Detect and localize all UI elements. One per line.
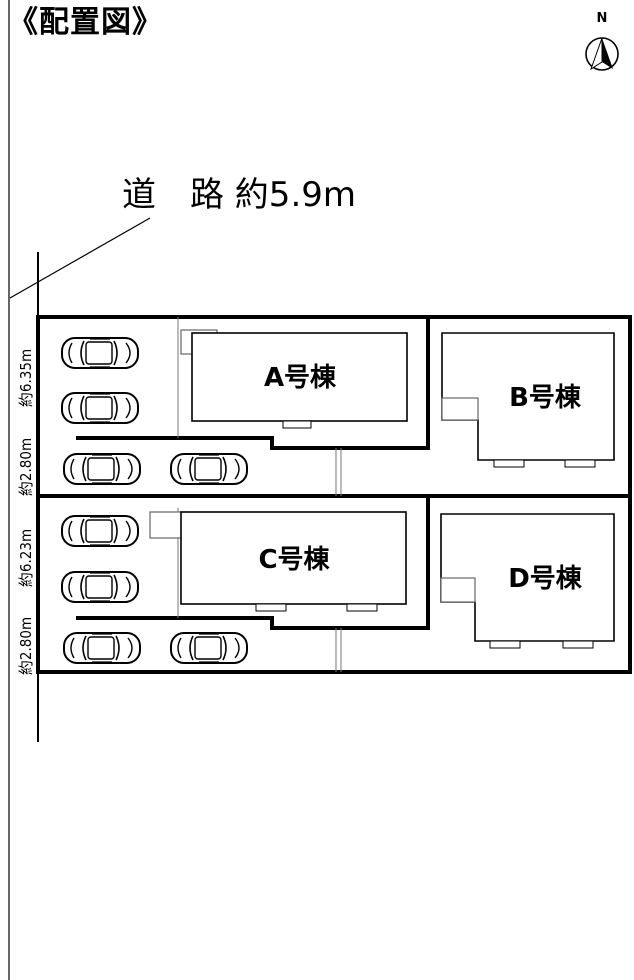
lot-c-boundary — [76, 496, 430, 630]
road-label: 道 路 約5.9m — [122, 175, 356, 215]
dimension-label: 約2.80m — [17, 617, 35, 675]
building-a: A号棟 — [180, 329, 408, 429]
car-icon — [63, 632, 141, 664]
north-label: N — [597, 11, 608, 26]
lot-a-boundary — [76, 317, 430, 450]
dimension-label: 約6.23m — [17, 529, 35, 587]
building-d: D号棟 — [440, 513, 615, 649]
dimension-label: 約6.35m — [17, 349, 35, 407]
north-arrow-icon: N — [585, 11, 619, 71]
car-icon — [61, 337, 139, 369]
building-d-label: D号棟 — [508, 564, 583, 594]
car-icon — [170, 632, 248, 664]
page-title: 《配置図》 — [8, 5, 163, 40]
car-icon — [61, 515, 139, 547]
building-c-label: C号棟 — [258, 545, 330, 575]
dimension-label: 約2.80m — [17, 438, 35, 496]
building-b-label: B号棟 — [509, 383, 582, 413]
building-b: B号棟 — [441, 332, 615, 468]
car-icon — [170, 453, 248, 485]
car-icon — [61, 392, 139, 424]
building-c: C号棟 — [149, 511, 407, 612]
road-leader-line — [9, 217, 151, 299]
car-icon — [63, 453, 141, 485]
building-a-label: A号棟 — [264, 363, 337, 393]
car-icon — [61, 571, 139, 603]
